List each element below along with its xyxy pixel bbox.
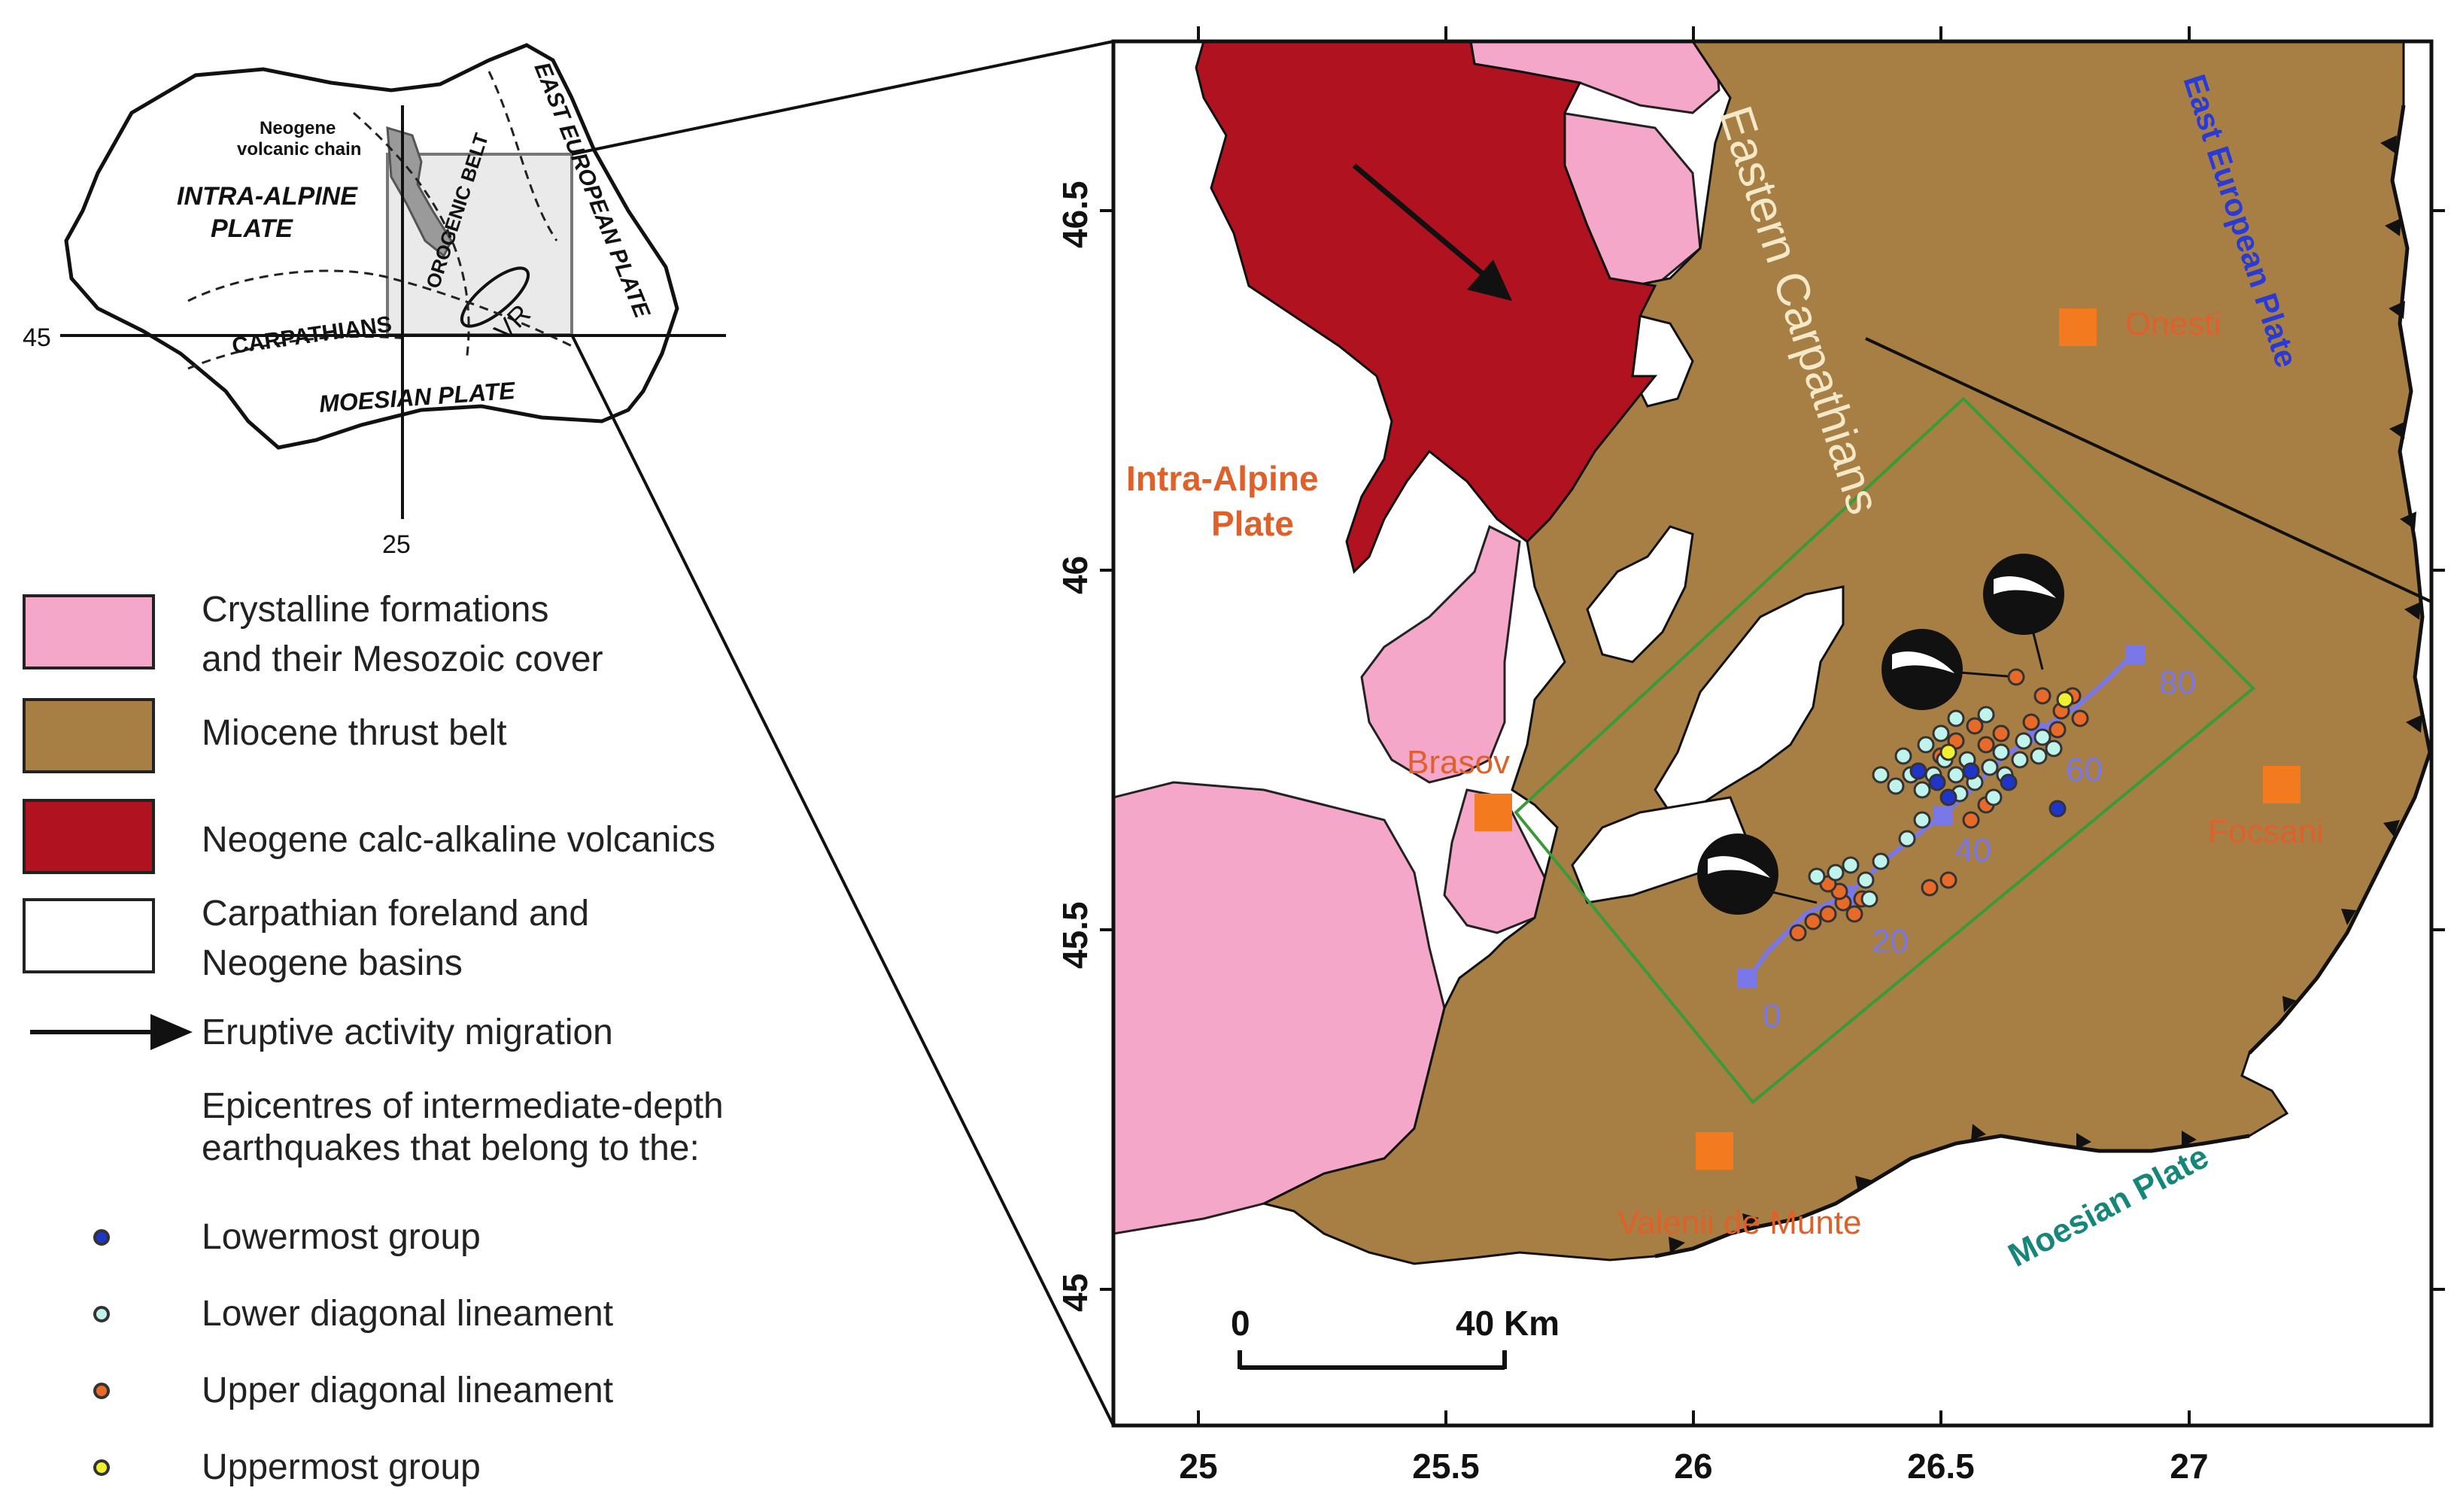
eruptive-migration-arrow bbox=[1352, 163, 1512, 301]
city-marker-valenii bbox=[1696, 1132, 1733, 1170]
legend-label-crystalline-1: Crystalline formations bbox=[202, 590, 549, 630]
profile-label-80: 80 bbox=[2159, 664, 2196, 701]
legend-label-epicentres-1: Epicentres of intermediate-depth bbox=[202, 1086, 724, 1126]
inset-label-lat-45: 45 bbox=[23, 323, 51, 352]
y-tick-label: 45.5 bbox=[1055, 901, 1095, 969]
x-tick-label: 25.5 bbox=[1412, 1447, 1480, 1486]
legend-arrow-line bbox=[30, 1030, 158, 1034]
legend-swatch-miocene bbox=[23, 698, 155, 773]
fault-line bbox=[1865, 337, 2432, 603]
profile-label-40: 40 bbox=[1954, 832, 1991, 869]
romania-outline bbox=[64, 43, 679, 450]
scale-label-end: 40 Km bbox=[1456, 1304, 1560, 1343]
legend-swatch-foreland bbox=[23, 898, 155, 973]
city-marker-onesti bbox=[2059, 308, 2097, 346]
profile-node-0 bbox=[1738, 968, 1757, 988]
legend-label-foreland-2: Neogene basins bbox=[202, 943, 463, 983]
upper-diagonal-group bbox=[1789, 668, 2089, 942]
arrow-right-icon bbox=[150, 1014, 193, 1050]
profile-line: 0 20 40 60 80 bbox=[1738, 645, 2196, 1034]
profile-node-80 bbox=[2125, 645, 2145, 664]
city-marker-brasov bbox=[1475, 794, 1512, 831]
focal-mechanism-2 bbox=[1983, 554, 2064, 635]
x-tick-label: 26 bbox=[1674, 1447, 1712, 1486]
city-label-brasov: Brasov bbox=[1407, 744, 1510, 781]
x-tick-label: 27 bbox=[2170, 1447, 2208, 1486]
zoom-connector-bottom bbox=[570, 334, 1115, 1426]
focal-mechanism-3 bbox=[1697, 833, 1778, 915]
crystalline-area-brasov bbox=[1443, 788, 1551, 934]
profile-polyline bbox=[1747, 652, 2135, 979]
epicentres bbox=[1789, 668, 2089, 942]
legend-dot-upper-diag bbox=[93, 1383, 110, 1399]
inset-map: 45 25 Neogene volcanic chain INTRA-ALPIN… bbox=[23, 43, 726, 559]
profile-label-20: 20 bbox=[1872, 923, 1909, 960]
legend-label-lowermost: Lowermost group bbox=[202, 1217, 481, 1257]
thrust-front-line bbox=[2248, 105, 2432, 1055]
east-european-plate-line bbox=[487, 71, 558, 241]
lowermost-group bbox=[1909, 762, 2067, 818]
city-label-valenii: Valenii de Munte bbox=[1617, 1204, 1862, 1241]
inset-label-intra-2: PLATE bbox=[211, 214, 293, 243]
city-label-onesti: Onesti bbox=[2125, 305, 2221, 342]
profile-label-0: 0 bbox=[1763, 997, 1781, 1034]
legend-dot-lower-diag bbox=[93, 1306, 110, 1322]
uppermost-group bbox=[1939, 691, 2074, 761]
orogenic-belt-line bbox=[353, 111, 470, 362]
legend-label-upper-diag: Upper diagonal lineament bbox=[202, 1371, 614, 1410]
legend-swatch-volcanics bbox=[23, 799, 155, 874]
legend-swatch-crystalline bbox=[23, 594, 155, 669]
cities: Brasov Onesti Focsani Valenii de Munte bbox=[1407, 305, 2324, 1241]
y-tick-label: 45 bbox=[1055, 1274, 1095, 1312]
focal-mechanism-1 bbox=[1881, 629, 1963, 710]
legend-label-lower-diag: Lower diagonal lineament bbox=[202, 1294, 614, 1334]
legend-dot-uppermost bbox=[93, 1459, 110, 1476]
inset-label-volcanic-2: volcanic chain bbox=[237, 139, 361, 159]
legend-label-volcanics: Neogene calc-alkaline volcanics bbox=[202, 820, 716, 860]
legend-dot-lowermost bbox=[93, 1229, 110, 1246]
scale-bar: 0 40 Km bbox=[1231, 1304, 1560, 1370]
moesian-boundary-line bbox=[187, 335, 407, 370]
map-frame bbox=[1111, 39, 2434, 1428]
neogene-volcanics bbox=[1195, 41, 1658, 574]
carpathian-front-line bbox=[187, 269, 572, 348]
inset-label-volcanic-1: Neogene bbox=[260, 118, 336, 138]
y-tick-label: 46 bbox=[1055, 556, 1095, 594]
thrust-front bbox=[1654, 105, 2432, 1258]
profile-node-40 bbox=[1933, 806, 1953, 826]
crystalline-area-central bbox=[1360, 524, 1521, 784]
legend-label-eruptive: Eruptive activity migration bbox=[202, 1013, 613, 1052]
basin-west bbox=[1586, 525, 1694, 663]
label-intra-alpine-2: Plate bbox=[1211, 504, 1294, 543]
study-area-box bbox=[1514, 396, 2255, 1104]
vr-ellipse bbox=[460, 266, 530, 328]
profile-label-60: 60 bbox=[2066, 751, 2103, 788]
axes bbox=[1100, 26, 2445, 1425]
inset-label-lon-25: 25 bbox=[382, 530, 411, 559]
label-intra-alpine-1: Intra-Alpine bbox=[1126, 459, 1319, 498]
inset-label-intra-1: INTRA-ALPINE bbox=[177, 182, 358, 211]
zoom-connector-top bbox=[571, 40, 1114, 156]
legend-label-uppermost: Uppermost group bbox=[202, 1447, 481, 1487]
legend-label-crystalline-2: and their Mesozoic cover bbox=[202, 639, 603, 679]
x-tick-label: 25 bbox=[1179, 1447, 1217, 1486]
x-tick-label: 26.5 bbox=[1907, 1447, 1975, 1486]
scale-label-start: 0 bbox=[1231, 1304, 1250, 1343]
legend-label-miocene: Miocene thrust belt bbox=[202, 713, 507, 753]
thrust-front-line-south bbox=[1654, 1134, 2250, 1258]
legend-label-epicentres-2: earthquakes that belong to the: bbox=[202, 1128, 700, 1168]
y-tick-label: 46.5 bbox=[1055, 181, 1095, 248]
main-map bbox=[1113, 41, 2431, 1425]
legend-label-foreland-1: Carpathian foreland and bbox=[202, 894, 590, 934]
city-marker-focsani bbox=[2263, 766, 2301, 803]
city-label-focsani: Focsani bbox=[2208, 813, 2324, 850]
